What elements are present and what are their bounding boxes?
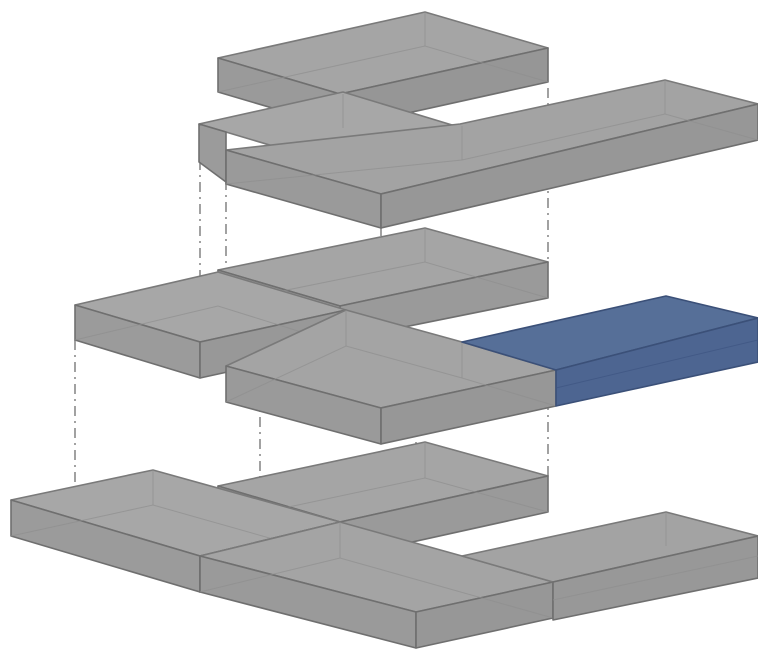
module-bottom-front: [199, 521, 554, 649]
level-top: [198, 11, 758, 229]
module-middle-highlighted: [461, 295, 758, 407]
level-middle: [74, 227, 758, 445]
module-middle-front: [225, 309, 557, 445]
module-bottom-right: [461, 511, 758, 621]
module-top-right: [225, 79, 758, 229]
level-bottom: [10, 441, 758, 649]
